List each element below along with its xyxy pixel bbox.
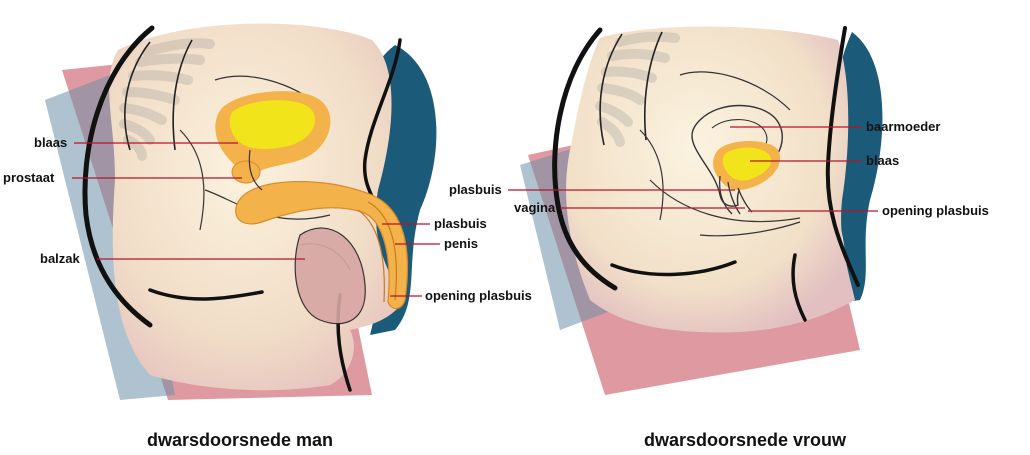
male-prostate — [232, 161, 260, 183]
label-male-prostate: prostaat — [3, 170, 55, 185]
label-female-vagina: vagina — [514, 200, 556, 215]
label-male-bladder: blaas — [34, 135, 67, 150]
label-male-urethral-opening: opening plasbuis — [425, 288, 532, 303]
label-female-urethra: plasbuis — [449, 182, 502, 197]
label-female-urethral-opening: opening plasbuis — [882, 203, 989, 218]
label-female-bladder: blaas — [866, 153, 899, 168]
label-female-uterus: baarmoeder — [866, 119, 940, 134]
male-caption: dwarsdoorsnede man — [147, 430, 333, 450]
male-cross-section: blaas prostaat balzak plasbuis penis ope… — [3, 24, 532, 450]
female-caption: dwarsdoorsnede vrouw — [644, 430, 847, 450]
label-male-penis: penis — [444, 236, 478, 251]
female-cross-section: baarmoeder blaas plasbuis vagina opening… — [449, 26, 989, 450]
label-male-urethra: plasbuis — [434, 216, 487, 231]
label-male-scrotum: balzak — [40, 251, 81, 266]
